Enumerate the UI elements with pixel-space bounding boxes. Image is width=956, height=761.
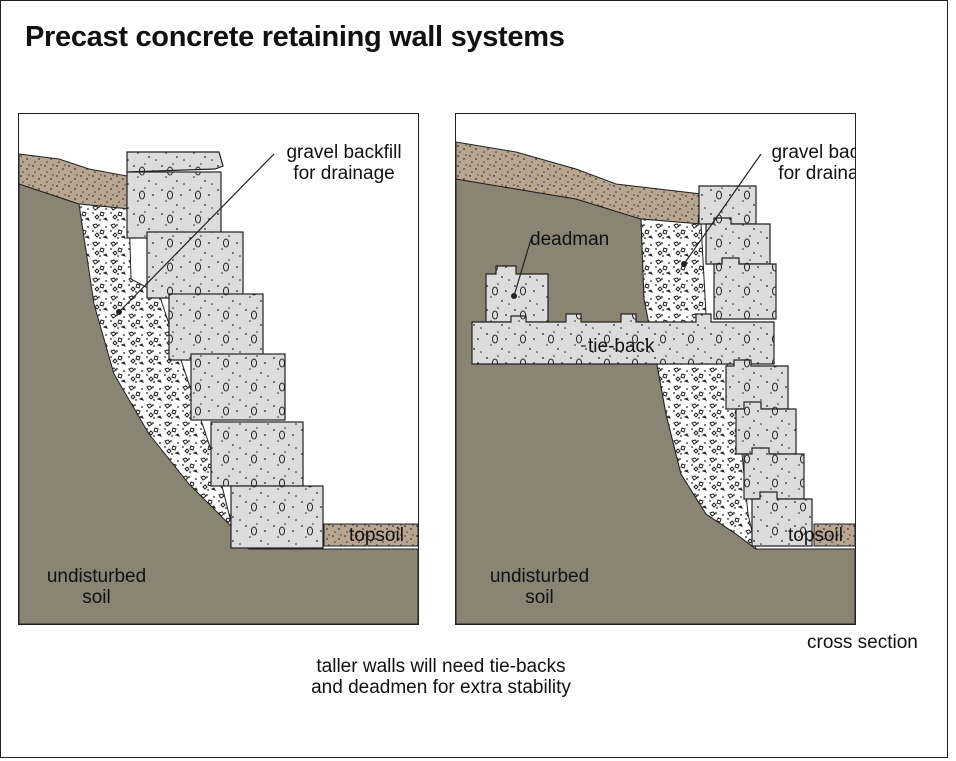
precast-block-stack <box>698 185 813 547</box>
footer-line1: taller walls will need tie-backs <box>316 656 566 677</box>
precast-block <box>705 217 771 265</box>
simple-wall-cross-section <box>19 151 418 624</box>
precast-block <box>210 421 304 487</box>
topsoil-label: topsoil <box>788 525 843 546</box>
panel-tieback-wall: gravel backfill for drainage deadman tie… <box>455 113 856 625</box>
gravel-label-line1: gravel backfill <box>771 142 855 163</box>
gravel-backfill-label: gravel backfill for drainage <box>754 142 855 184</box>
precast-block <box>168 293 264 361</box>
page-title: Precast concrete retaining wall systems <box>25 21 565 53</box>
gravel-backfill-label: gravel backfill for drainage <box>269 142 418 184</box>
undisturbed-soil-label: undisturbed soil <box>29 566 164 608</box>
precast-block <box>735 401 797 455</box>
soil-label-line1: undisturbed <box>46 566 147 587</box>
precast-block <box>751 491 813 547</box>
deadman-label: deadman <box>530 229 610 250</box>
precast-block <box>146 231 244 299</box>
cross-section-caption: cross section <box>807 632 918 653</box>
lower-topsoil <box>323 523 418 547</box>
precast-block <box>230 485 324 549</box>
gravel-leader-line <box>683 153 762 265</box>
precast-block-stack <box>126 151 324 549</box>
topsoil-label: topsoil <box>349 525 404 546</box>
gravel-label-line2: for drainage <box>293 163 395 184</box>
undisturbed-soil-label: undisturbed soil <box>472 566 607 608</box>
deadman-leader-line <box>513 238 532 297</box>
panel-simple-wall: gravel backfill for drainage topsoil und… <box>18 113 419 625</box>
tieback-label: tie-back <box>588 336 655 357</box>
gravel-label-line1: gravel backfill <box>286 142 402 163</box>
soil-label-line1: undisturbed <box>489 566 590 587</box>
footer-line2: and deadmen for extra stability <box>311 677 571 698</box>
soil-label-line2: soil <box>82 587 111 608</box>
precast-block <box>126 151 224 173</box>
gravel-label-line2: for drainage <box>778 163 855 184</box>
gravel-leader-line <box>118 153 275 313</box>
precast-block <box>190 353 286 421</box>
tieback-beam <box>471 313 775 365</box>
tieback-wall-cross-section <box>456 141 855 624</box>
precast-block <box>743 447 805 500</box>
precast-block <box>713 257 777 320</box>
footer-note: taller walls will need tie-backs and dea… <box>241 656 641 698</box>
deadman-block <box>485 265 549 323</box>
lower-topsoil <box>813 523 855 547</box>
precast-block <box>126 171 222 239</box>
soil-label-line2: soil <box>525 587 554 608</box>
